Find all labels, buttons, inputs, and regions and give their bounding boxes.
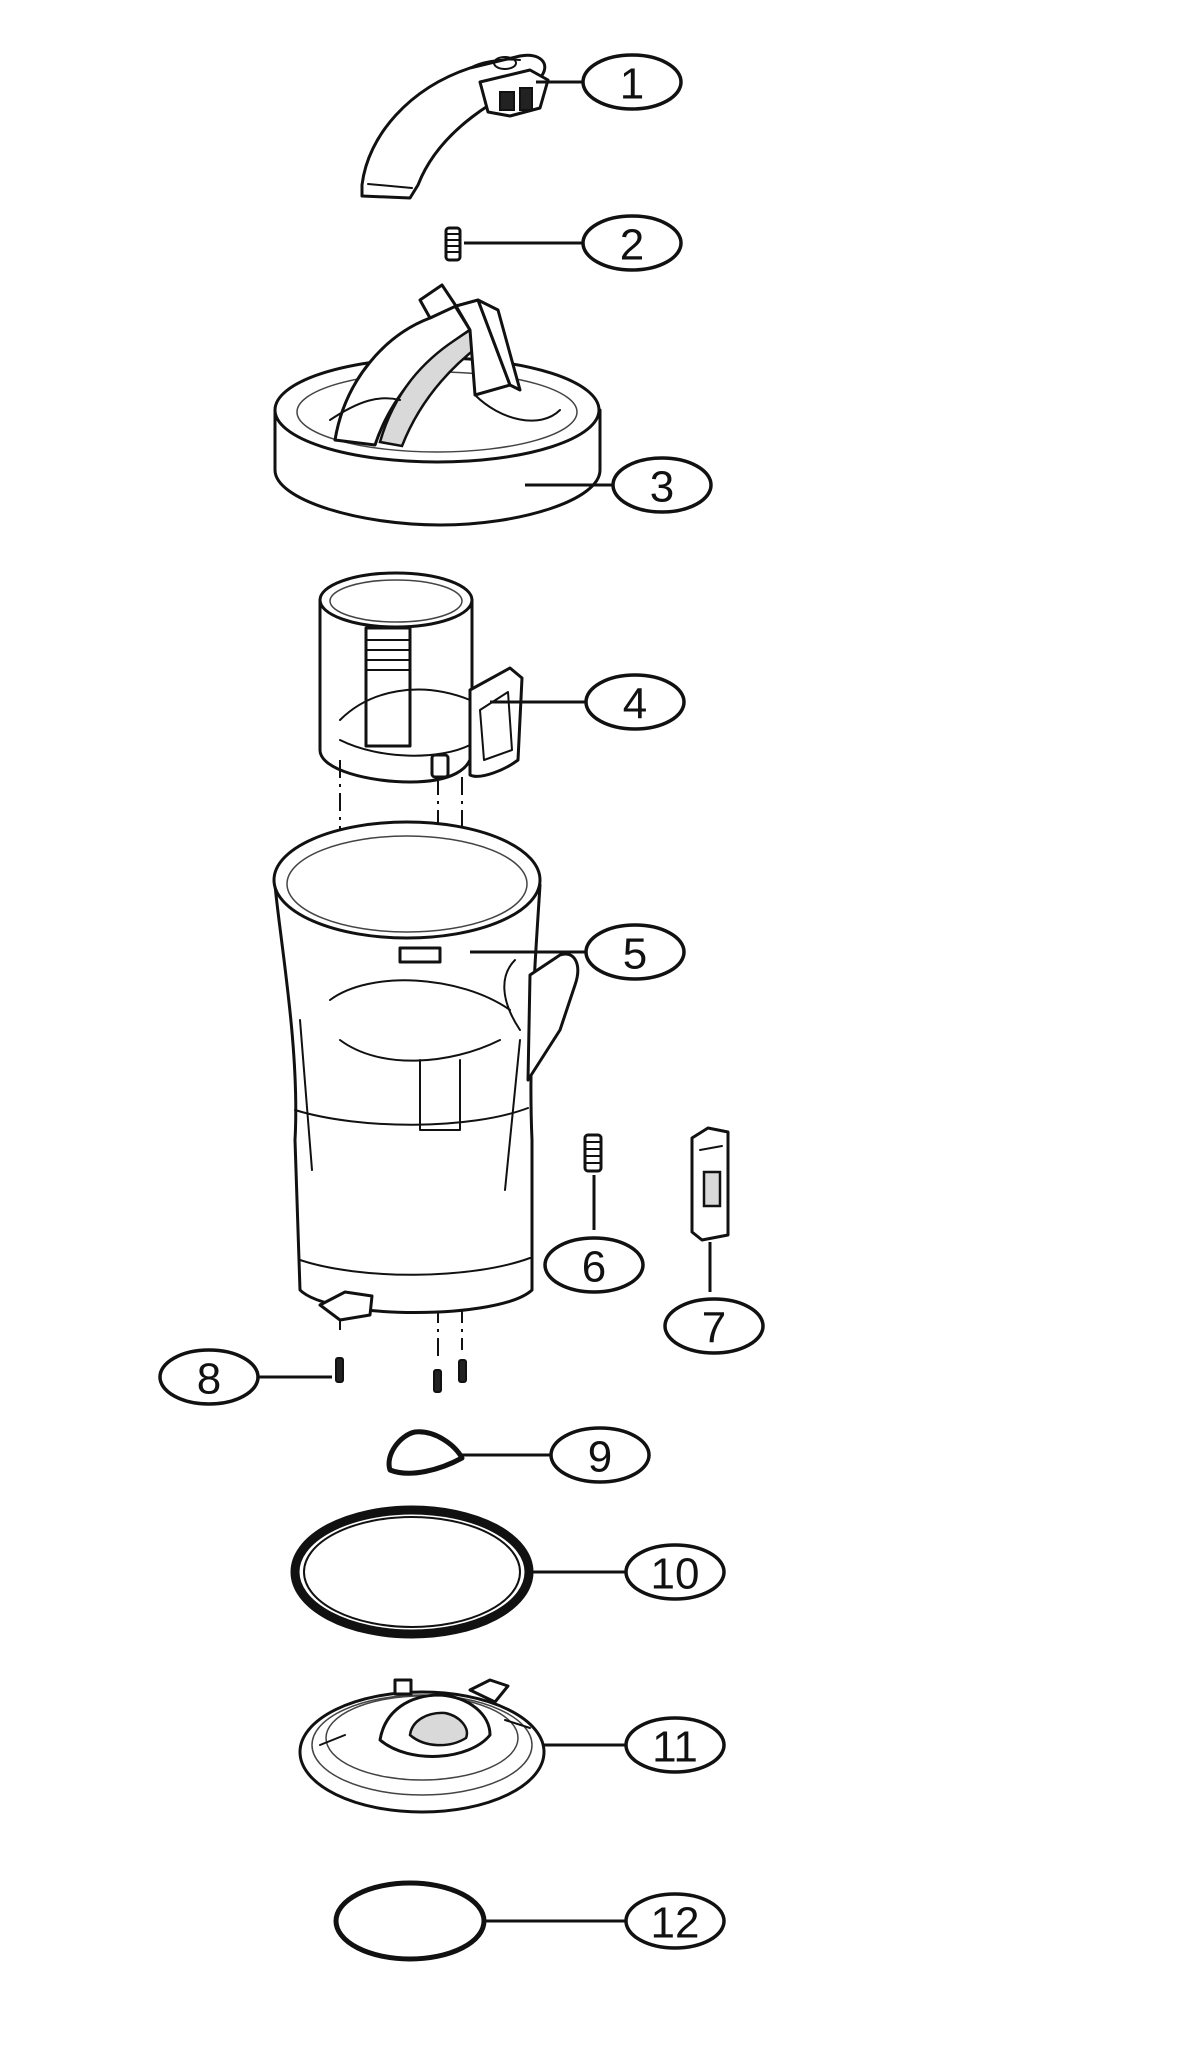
part-6-spring [583,1133,603,1173]
part-11-base-plate [298,1678,546,1814]
callout-label: 9 [588,1433,612,1482]
part-1-handle [360,53,550,200]
callout-label: 4 [623,680,647,729]
part-4-separator [318,571,524,784]
callout-label: 8 [197,1355,221,1404]
callout-8: 8 [158,1348,260,1406]
part-7-latch [690,1126,730,1242]
callout-7: 7 [663,1297,765,1355]
part-3-lid [273,283,602,527]
callout-4: 4 [584,673,686,731]
callout-6: 6 [543,1236,645,1294]
callout-12: 12 [624,1892,726,1950]
part-9-seal [386,1429,465,1476]
callout-10: 10 [624,1543,726,1601]
callout-label: 1 [620,60,644,109]
callout-1: 1 [581,53,683,111]
part-5-dirt-cup [272,820,580,1322]
callout-2: 2 [581,214,683,272]
callout-9: 9 [549,1426,651,1484]
callout-label: 3 [650,463,674,512]
leader-lines [258,80,712,1923]
callout-label: 7 [702,1304,726,1353]
callout-label: 10 [651,1550,700,1599]
callout-label: 5 [623,930,647,979]
callout-5: 5 [584,923,686,981]
callout-label: 11 [652,1723,698,1772]
callout-3: 3 [611,456,713,514]
callout-label: 2 [620,221,644,270]
callout-label: 6 [582,1243,606,1292]
callout-label: 12 [651,1899,700,1948]
part-10-gasket [290,1505,534,1639]
part-12-filter [333,1880,487,1962]
part-2-spring [444,226,462,262]
callout-11: 11 [624,1716,726,1774]
part-8-screws [335,1357,467,1393]
